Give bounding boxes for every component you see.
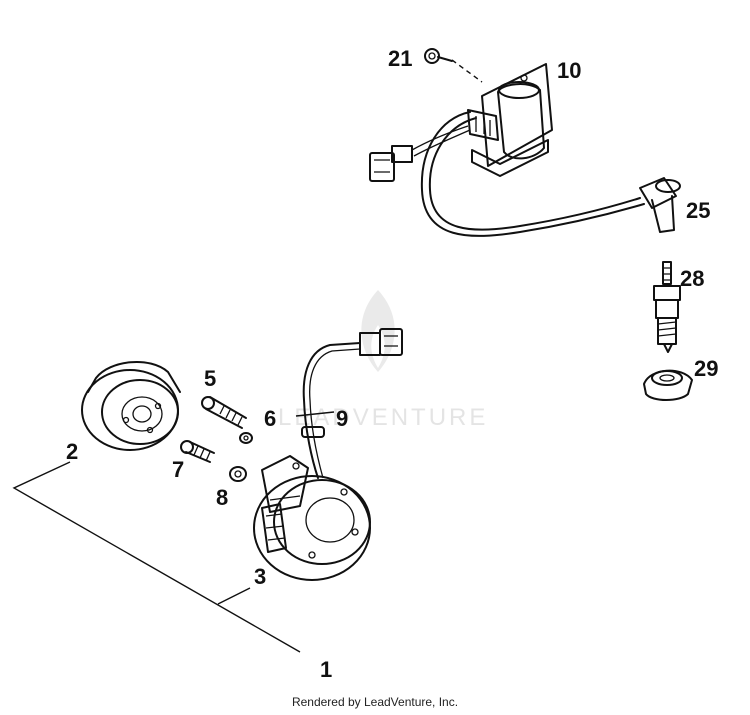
- screw-5: [201, 396, 247, 429]
- callout-7: 7: [172, 457, 184, 482]
- callout-3: 3: [254, 564, 266, 589]
- callout-10: 10: [557, 58, 581, 83]
- leader-9: [295, 411, 335, 417]
- footer-credit: Rendered by LeadVenture, Inc.: [291, 695, 459, 709]
- callout-25: 25: [686, 198, 710, 223]
- spark-plug-seal: [643, 369, 693, 401]
- washer-8: [229, 466, 247, 482]
- screw-7: [180, 440, 215, 463]
- callout-29: 29: [694, 356, 718, 381]
- stator-wire-harness: [301, 328, 403, 479]
- callout-28: 28: [680, 266, 704, 291]
- high-tension-lead: [420, 111, 645, 237]
- spark-plug-cap: [639, 177, 681, 233]
- callout-2: 2: [66, 439, 78, 464]
- callout-5: 5: [204, 366, 216, 391]
- ignition-coil: [467, 63, 553, 177]
- callout-1: 1: [320, 657, 332, 682]
- callout-8: 8: [216, 485, 228, 510]
- coil-primary-leads: [369, 125, 471, 182]
- washer-6: [239, 432, 253, 444]
- flywheel-rotor: [81, 361, 181, 451]
- callout-21: 21: [388, 46, 412, 71]
- callout-9: 9: [336, 406, 348, 431]
- screw-21: [424, 48, 483, 83]
- callout-6: 6: [264, 406, 276, 431]
- spark-plug: [653, 261, 681, 353]
- stator-plate: [253, 455, 371, 581]
- assembly-leader-lines: [12, 461, 301, 653]
